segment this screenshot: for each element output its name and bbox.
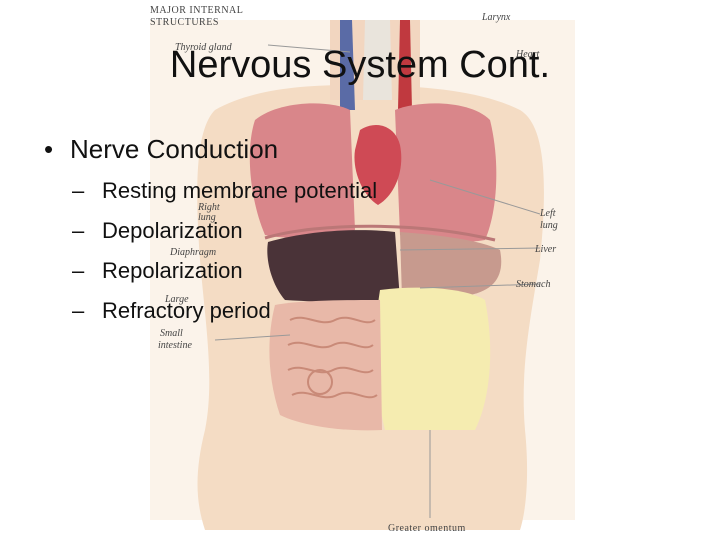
image-label-liver: Liver xyxy=(534,244,556,255)
sub-bullet-item: –Refractory period xyxy=(72,298,271,324)
sub-bullet-text: Depolarization xyxy=(102,218,243,243)
trachea xyxy=(363,20,392,100)
leader-lines xyxy=(214,44,541,518)
slide-title: Nervous System Cont. xyxy=(169,44,551,86)
heart xyxy=(354,125,402,205)
image-label-stomach: Stomach xyxy=(516,279,550,290)
image-label-thyroid: Thyroid gland xyxy=(175,42,233,53)
image-label-intestine: intestine xyxy=(158,340,192,351)
image-label-heading-2: STRUCTURES xyxy=(150,17,219,28)
image-label-right-lung-1: Right xyxy=(197,202,220,213)
image-label-larynx: Larynx xyxy=(481,12,511,23)
bullet-marker: • xyxy=(44,134,54,164)
image-label-greater-omentum: Greater omentum xyxy=(388,523,466,534)
sub-bullet-marker: – xyxy=(72,218,85,243)
intestine-coils xyxy=(287,316,378,399)
sub-bullet-marker: – xyxy=(72,178,85,203)
right-lung xyxy=(249,103,355,239)
image-label-left-lung-1: Left xyxy=(539,208,556,219)
image-label-left-lung-2: lung xyxy=(540,220,558,231)
intestines xyxy=(269,300,382,431)
sub-bullet-item: –Depolarization xyxy=(72,218,243,244)
image-label-heading-1: MAJOR INTERNAL xyxy=(150,5,243,16)
greater-omentum xyxy=(375,287,491,430)
image-label-small: Small xyxy=(160,328,183,339)
image-label-diaphragm: Diaphragm xyxy=(169,247,216,258)
left-lung xyxy=(395,103,497,243)
sub-bullet-text: Repolarization xyxy=(102,258,243,283)
bullet-item: • Nerve Conduction xyxy=(44,134,278,165)
sub-bullet-marker: – xyxy=(72,258,85,283)
vessel-blue xyxy=(340,20,355,110)
sub-bullet-marker: – xyxy=(72,298,85,323)
image-label-heart: Heart xyxy=(515,49,540,60)
sub-bullet-item: –Resting membrane potential xyxy=(72,178,377,204)
image-label-right-lung-2: lung xyxy=(198,212,216,223)
sub-bullet-text: Resting membrane potential xyxy=(102,178,378,203)
liver xyxy=(267,230,400,303)
vessel-red xyxy=(398,20,412,110)
sub-bullet-item: –Repolarization xyxy=(72,258,243,284)
image-label-large: Large xyxy=(164,294,189,305)
sub-bullet-text: Refractory period xyxy=(102,298,271,323)
diaphragm-line xyxy=(264,224,496,242)
bullet-text: Nerve Conduction xyxy=(70,134,279,164)
